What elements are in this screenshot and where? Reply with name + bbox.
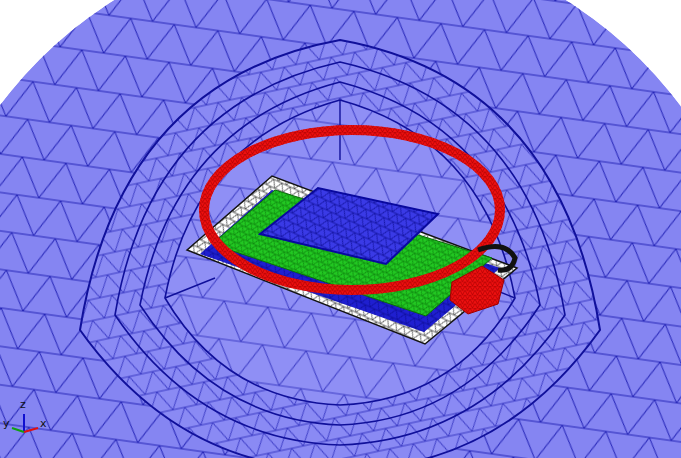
axis-label: x: [40, 418, 47, 430]
axis-label: y: [3, 418, 10, 430]
axis-label: z: [20, 399, 26, 411]
